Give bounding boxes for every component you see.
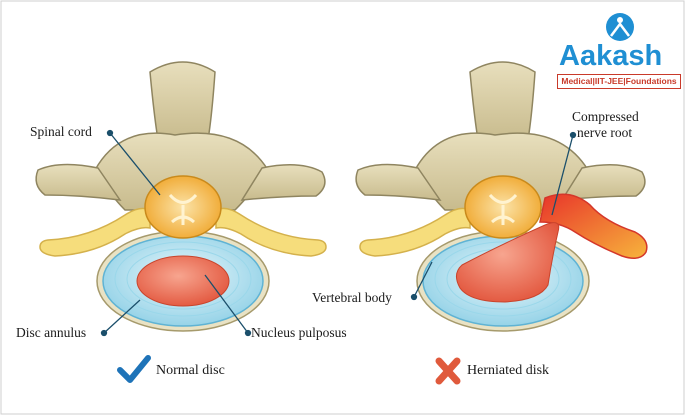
logo-wordmark: Aakash [559,40,663,72]
aakash-logo-icon [606,13,634,41]
legend-herniated-disk: Herniated disk [467,363,550,378]
normal-vertebra [35,61,327,332]
logo-tagline: Medical|IIT-JEE|Foundations [557,74,681,89]
label-compressed-line2: nerve root [577,125,633,140]
cross-icon [435,357,461,385]
label-nucleus-pulposus: Nucleus pulposus [251,325,347,340]
label-vertebral-body: Vertebral body [312,290,392,305]
check-icon [117,355,151,383]
herniated-vertebra [355,61,648,332]
label-disc-annulus: Disc annulus [16,325,87,340]
label-spinal-cord: Spinal cord [30,124,92,139]
leader-lines [100,129,577,337]
legend-normal-disc: Normal disc [156,363,225,378]
label-compressed-line1: Compressed [572,109,639,124]
